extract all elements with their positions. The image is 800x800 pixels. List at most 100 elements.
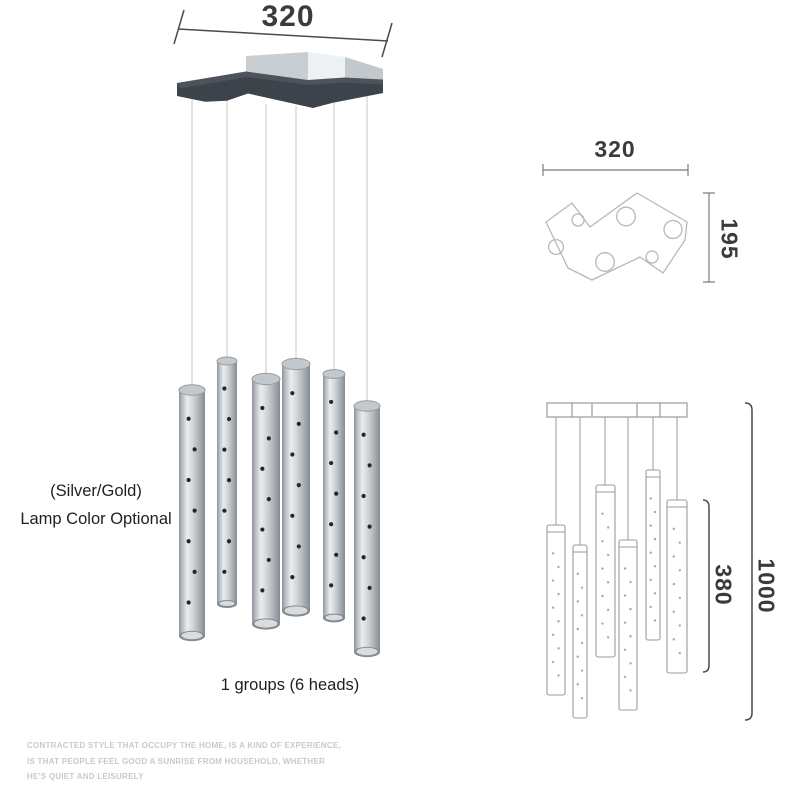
tube-bottom-diffuser	[325, 614, 343, 621]
elevation-tube	[666, 499, 688, 674]
dimension-plan-depth: 195	[716, 218, 743, 260]
elevation-tube-outline	[666, 499, 688, 674]
elevation-tube	[546, 524, 566, 696]
elevation-dot	[653, 565, 657, 568]
tube-body	[179, 390, 205, 636]
total-drop-bracket	[744, 402, 753, 721]
plan-width-dimension	[542, 164, 689, 176]
elevation-dot	[678, 541, 681, 544]
dimension-plan-width: 320	[594, 136, 636, 162]
perforation-dot	[361, 555, 366, 560]
elevation-dot	[557, 565, 560, 569]
perforation-dot	[290, 452, 295, 457]
elevation-dot	[576, 627, 579, 631]
lamp-color-note-line2: Lamp Color Optional	[20, 510, 172, 528]
elevation-dot	[623, 675, 627, 679]
elevation-dot	[629, 662, 632, 665]
footer-slogan: CONTRACTED STYLE THAT OCCUPY THE HOME, I…	[27, 738, 357, 785]
main-wires	[191, 94, 368, 410]
perforation-dot	[260, 466, 265, 471]
elevation-tube-outline	[618, 539, 638, 711]
perforation-dot	[222, 508, 227, 513]
elevation-tube	[645, 469, 661, 641]
elevation-dot	[601, 512, 604, 515]
tube-body	[217, 361, 237, 604]
tube-body	[323, 374, 345, 618]
tube-bottom-diffuser	[284, 606, 308, 615]
dimension-tube-length: 380	[710, 564, 737, 606]
elevation-dot	[649, 524, 652, 527]
perforation-dot	[222, 569, 227, 574]
perforation-dot	[329, 583, 334, 588]
canopy-back-wall-left	[246, 52, 308, 80]
grouping-note: 1 groups (6 heads)	[220, 676, 360, 694]
elevation-dot	[623, 567, 627, 570]
elevation-dot	[678, 651, 681, 655]
tube-bottom-diffuser	[219, 601, 235, 606]
elevation-dot	[606, 608, 610, 612]
perforation-dot	[222, 386, 227, 391]
elevation-dot	[649, 605, 652, 609]
elevation-dot	[678, 624, 681, 627]
elevation-dot	[580, 641, 584, 645]
perforation-dot	[222, 447, 227, 452]
elevation-dot	[601, 594, 604, 598]
perforation-dot	[266, 497, 271, 502]
pendant-tube	[251, 372, 281, 630]
elevation-dot	[629, 635, 632, 638]
elevation-dot	[551, 579, 555, 582]
elevation-dot	[672, 582, 675, 586]
elevation-dot	[551, 606, 555, 609]
elevation-dot	[580, 614, 584, 617]
elevation-dot	[653, 510, 657, 514]
perforation-dot	[266, 557, 271, 563]
canopy	[177, 52, 383, 108]
tube-top-cap	[353, 400, 381, 412]
pendant-tube	[353, 400, 381, 658]
elevation-dot	[606, 581, 610, 584]
elevation-dot	[623, 594, 627, 597]
tube-body	[252, 379, 280, 624]
elevation-dot	[557, 674, 560, 677]
perforation-dot	[329, 522, 334, 527]
elevation-dot	[653, 619, 657, 622]
elevation-dot	[623, 648, 627, 651]
elevation-tube	[572, 544, 588, 719]
elevation-dot	[672, 638, 675, 641]
tube-length-bracket	[702, 499, 710, 673]
elevation-dot	[551, 552, 555, 555]
elevation-dot	[601, 567, 604, 570]
elevation-dot	[580, 669, 584, 672]
elevation-dot	[557, 592, 560, 596]
elevation-tube	[618, 539, 638, 711]
plan-lamp-holes	[547, 206, 683, 272]
footer-slogan-line1: CONTRACTED STYLE THAT OCCUPY THE HOME, I…	[27, 741, 341, 750]
elevation-dot	[672, 610, 675, 613]
pendant-tube	[281, 357, 311, 617]
pendant-tube	[216, 356, 238, 608]
elevation-dot	[606, 526, 610, 529]
tube-top-cap	[251, 372, 281, 386]
tube-bottom-diffuser	[181, 631, 203, 640]
perforation-dot	[329, 460, 334, 466]
tube-top-cap	[216, 356, 238, 366]
elevation-dot	[576, 600, 579, 603]
elevation-drawing	[546, 402, 753, 721]
plan-view	[542, 164, 715, 283]
perforation-dot	[290, 391, 295, 396]
perforation-dot	[260, 405, 265, 411]
footer-slogan-line2: IS THAT PEOPLE FEEL GOOD A SUNRISE FROM …	[27, 756, 326, 766]
perforation-dot	[334, 491, 339, 496]
perforation-dot	[367, 585, 372, 591]
perforation-dot	[260, 527, 265, 532]
perforation-dot	[192, 508, 197, 513]
elevation-dot	[551, 660, 555, 664]
elevation-dot	[576, 572, 579, 576]
perforation-dot	[361, 432, 366, 437]
perforation-dot	[290, 513, 295, 518]
lamp-color-note-line1: (Silver/Gold)	[50, 482, 142, 500]
canopy-back-wall-center	[308, 52, 345, 80]
perforation-dot	[186, 477, 191, 483]
elevation-tube-outline	[645, 469, 661, 641]
